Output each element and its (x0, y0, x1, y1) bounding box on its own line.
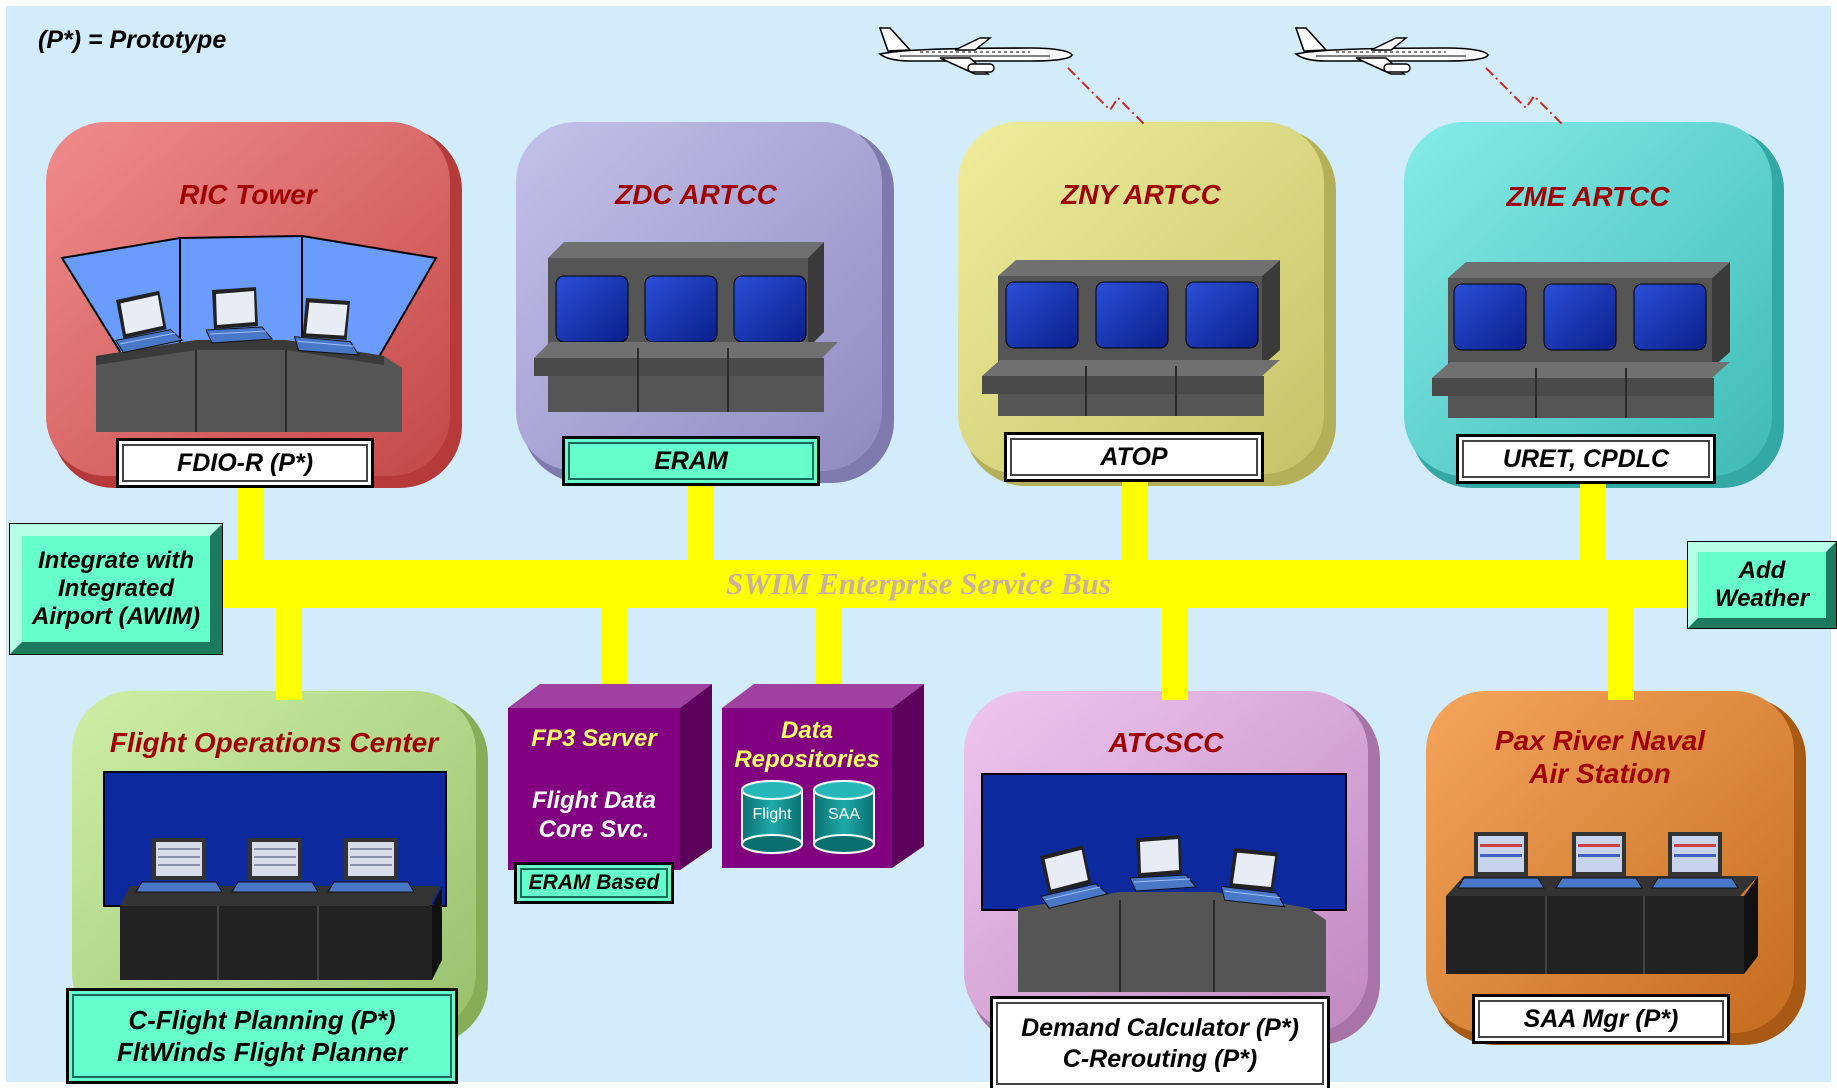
label-atcscc-line2: C-Rerouting (P*) (1062, 1044, 1258, 1073)
fp3-server-cube (508, 684, 712, 870)
integrate-awim-box: Integrate with Integrated Airport (AWIM) (9, 523, 223, 655)
db-flight-label: Flight (752, 806, 792, 823)
label-atcscc-line1: Demand Calculator (P*) (1021, 1013, 1299, 1042)
service-bus (190, 480, 1692, 700)
label-eram: ERAM (562, 436, 820, 486)
label-eram-based: ERAM Based (514, 862, 674, 904)
db-saa-label: SAA (827, 806, 860, 823)
label-fdio-r: FDIO-R (P*) (116, 438, 374, 488)
label-atop: ATOP (1004, 432, 1264, 482)
pax-room-illustration (1446, 832, 1758, 974)
fp3-desc-line1: Flight Data (532, 787, 656, 814)
fp3-server-desc: Flight Data Core Svc. (508, 786, 680, 844)
fp3-server-title: FP3 Server (531, 725, 657, 752)
label-demand-calculator: Demand Calculator (P*) C-Rerouting (P*) (990, 996, 1330, 1088)
label-foc-line2: FltWinds Flight Planner (116, 1037, 408, 1067)
fp3-desc-line2: Core Svc. (538, 816, 650, 843)
bus-label: SWIM Enterprise Service Bus (726, 566, 1111, 601)
title-zdc-artcc: ZDC ARTCC (615, 179, 777, 210)
label-uret-cpdlc: URET, CPDLC (1456, 434, 1716, 484)
title-pax-line2: Air Station (1529, 758, 1671, 789)
title-pax-line1: Pax River Naval (1494, 725, 1706, 756)
zny-console-illustration (982, 260, 1280, 416)
data-repositories-title: Data Repositories (722, 716, 892, 774)
label-saa-mgr: SAA Mgr (P*) (1472, 994, 1730, 1044)
saa-db-icon (813, 780, 875, 854)
repos-line1: Data (780, 717, 834, 744)
atcscc-room-illustration (981, 773, 1347, 992)
add-weather-box: Add Weather (1687, 541, 1837, 629)
title-zny-artcc: ZNY ARTCC (1061, 179, 1221, 210)
label-c-flight-planning: C-Flight Planning (P*) FltWinds Flight P… (66, 988, 458, 1084)
zdc-console-illustration (534, 242, 838, 412)
title-foc: Flight Operations Center (109, 727, 439, 758)
foc-room-illustration (103, 771, 447, 980)
title-zme-artcc: ZME ARTCC (1506, 181, 1670, 212)
legend-text: (P*) = Prototype (38, 26, 227, 54)
datalink-zme (1485, 67, 1563, 125)
title-pax-river: Pax River Naval Air Station (1426, 724, 1774, 790)
flight-db-icon (741, 780, 803, 854)
tower-cab-illustration (60, 234, 438, 432)
label-foc-line1: C-Flight Planning (P*) (128, 1005, 396, 1035)
title-atcscc: ATCSCC (1108, 727, 1224, 758)
datalink-zny (1067, 67, 1147, 127)
repos-line2: Repositories (734, 746, 880, 773)
title-ric-tower: RIC Tower (179, 179, 317, 210)
zme-console-illustration (1432, 262, 1730, 418)
